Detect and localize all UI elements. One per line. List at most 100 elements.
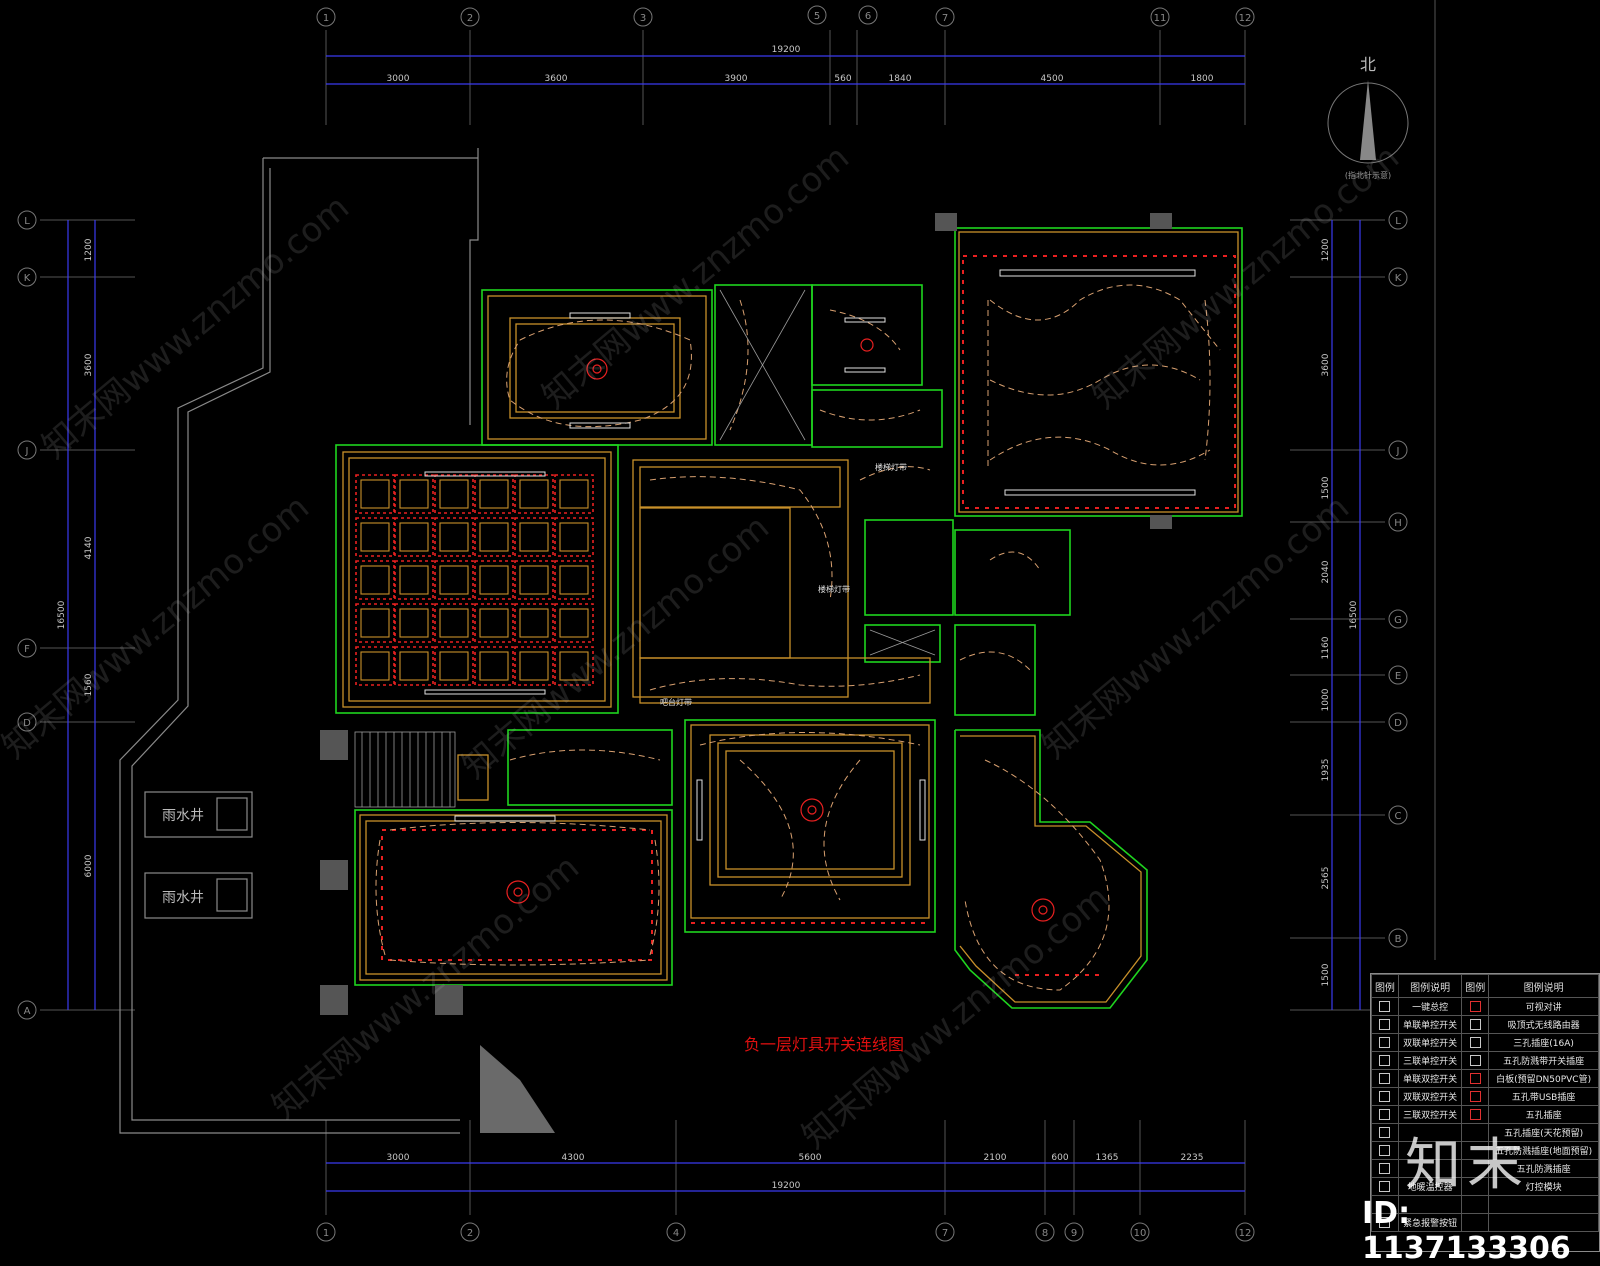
socket-icon: [1469, 1037, 1481, 1048]
axis-right-C: C: [1395, 811, 1402, 822]
dim-top-3: 3900: [725, 74, 748, 84]
legend-row-label: 双联单控开关: [1397, 1033, 1463, 1052]
dim-top-2: 3600: [545, 74, 568, 84]
dim-right-7: 1935: [1321, 759, 1331, 782]
axis-left-D: D: [23, 718, 31, 729]
legend-row-label: 三联单控开关: [1397, 1051, 1463, 1070]
axis-right-G: G: [1394, 615, 1402, 626]
axis-left-L: L: [24, 216, 30, 227]
dim-top-5: 1840: [889, 74, 912, 84]
axis-bottom-1: 1: [323, 1228, 329, 1239]
columns: [320, 213, 1172, 1015]
switch-icon: [1379, 1055, 1391, 1066]
dim-left-4: 1560: [84, 673, 94, 696]
axis-labels: 1 2 3 5 6 7 11 12 1 2 4 7 8 9 10 12 L K …: [23, 11, 1402, 1239]
ceiling-coffers: [360, 479, 589, 681]
axis-top-12: 12: [1239, 13, 1252, 24]
socket-icon: [1469, 1055, 1481, 1066]
dim-right-4: 2040: [1321, 560, 1331, 583]
legend-row-label: 白板(预留DN50PVC管): [1488, 1069, 1599, 1088]
legend-row-label: 吸顶式无线路由器: [1488, 1015, 1599, 1034]
dim-left-2: 3600: [84, 353, 94, 376]
dim-right-2: 3600: [1321, 353, 1331, 376]
dim-bottom-5: 600: [1051, 1153, 1068, 1163]
axis-right-H: H: [1394, 518, 1402, 529]
axis-grid: [40, 0, 1436, 1215]
axis-right-J: J: [1396, 446, 1400, 457]
north-label: 北: [1360, 55, 1376, 74]
symbol-icon: [1379, 1145, 1391, 1156]
legend-row-label: 双联双控开关: [1397, 1087, 1463, 1106]
axis-right-D: D: [1394, 718, 1402, 729]
legend-row-label: 五孔带USB插座: [1488, 1087, 1599, 1106]
axis-bottom-4: 4: [673, 1228, 679, 1239]
usb-socket-icon: [1469, 1091, 1481, 1102]
dimension-lines: [67, 55, 1361, 1192]
dim-left-1: 1200: [84, 238, 94, 261]
thermostat-icon: [1379, 1181, 1391, 1192]
dim-bottom-1: 3000: [387, 1153, 410, 1163]
rain-wells: 雨水井 雨水井: [162, 808, 204, 906]
axis-top-2: 2: [467, 13, 473, 24]
dim-right-total: 16500: [1349, 600, 1359, 629]
legend-table: 图例 图例说明 图例 图例说明 一键总控可视对讲 单联单控开关吸顶式无线路由器 …: [1370, 973, 1600, 1252]
axis-right-E: E: [1395, 671, 1401, 682]
legend-row-label: [1488, 1213, 1599, 1232]
legend-row-label: 单联单控开关: [1397, 1015, 1463, 1034]
dim-bottom-7: 2235: [1181, 1153, 1204, 1163]
legend-row-label: 可视对讲: [1488, 997, 1599, 1016]
blank-plate-icon: [1469, 1073, 1481, 1084]
dim-left-total: 16500: [57, 600, 67, 629]
stairs: [354, 289, 936, 1133]
axis-right-L: L: [1395, 216, 1401, 227]
switch-icon: [1379, 1073, 1391, 1084]
router-icon: [1469, 1019, 1481, 1030]
axis-top-6: 6: [865, 11, 871, 22]
intercom-icon: [1469, 1001, 1481, 1012]
dim-top-6: 4500: [1041, 74, 1064, 84]
dim-bottom-3: 5600: [799, 1153, 822, 1163]
drawing-title: 负一层灯具开关连线图: [744, 1035, 904, 1054]
dim-bottom-2: 4300: [562, 1153, 585, 1163]
axis-bottom-2: 2: [467, 1228, 473, 1239]
note-hall-strip: 楼梯灯带: [818, 584, 850, 594]
legend-header: 图例说明: [1397, 974, 1463, 998]
dim-right-5: 1160: [1321, 636, 1331, 659]
dimension-numbers: 19200 3000 3600 3900 560 1840 4500 1800 …: [57, 45, 1359, 1191]
axis-bottom-7: 7: [942, 1228, 948, 1239]
switch-icon: [1379, 1037, 1391, 1048]
legend-row-label: 单联双控开关: [1397, 1069, 1463, 1088]
site-outline: [119, 148, 479, 1134]
axis-top-1: 1: [323, 13, 329, 24]
ceiling-coffer-lights: [355, 474, 594, 686]
dim-right-1: 1200: [1321, 238, 1331, 261]
north-compass: 北 (指北针示意): [1327, 55, 1409, 180]
switch-icon: [1379, 1091, 1391, 1102]
switch-icon: [1379, 1001, 1391, 1012]
axis-left-F: F: [24, 644, 30, 655]
note-bar-strip: 吧台灯带: [660, 697, 692, 707]
symbol-icon: [1379, 1127, 1391, 1138]
room-notes: 楼梯灯带 楼梯灯带 吧台灯带: [660, 462, 907, 707]
dim-right-3: 1500: [1321, 476, 1331, 499]
axis-bubbles: [17, 5, 1408, 1242]
note-stair-strip: 楼梯灯带: [875, 462, 907, 472]
rain-well-label-2: 雨水井: [162, 890, 204, 906]
axis-right-B: B: [1395, 934, 1402, 945]
axis-bottom-10: 10: [1134, 1228, 1147, 1239]
dim-right-8: 2565: [1321, 867, 1331, 890]
dim-right-9: 1500: [1321, 963, 1331, 986]
alarm-button-icon: [1379, 1217, 1391, 1228]
axis-top-3: 3: [640, 13, 646, 24]
axis-bottom-9: 9: [1071, 1228, 1077, 1239]
legend-row-label: 三孔插座(16A): [1488, 1033, 1599, 1052]
axis-left-K: K: [24, 273, 31, 284]
legend-row-label: 一键总控: [1397, 997, 1463, 1016]
dim-bottom-6: 1365: [1096, 1153, 1119, 1163]
axis-right-K: K: [1395, 273, 1402, 284]
axis-top-11: 11: [1154, 13, 1167, 24]
legend-header: 图例: [1461, 974, 1490, 998]
dim-right-6: 1000: [1321, 688, 1331, 711]
axis-left-A: A: [24, 1006, 31, 1017]
